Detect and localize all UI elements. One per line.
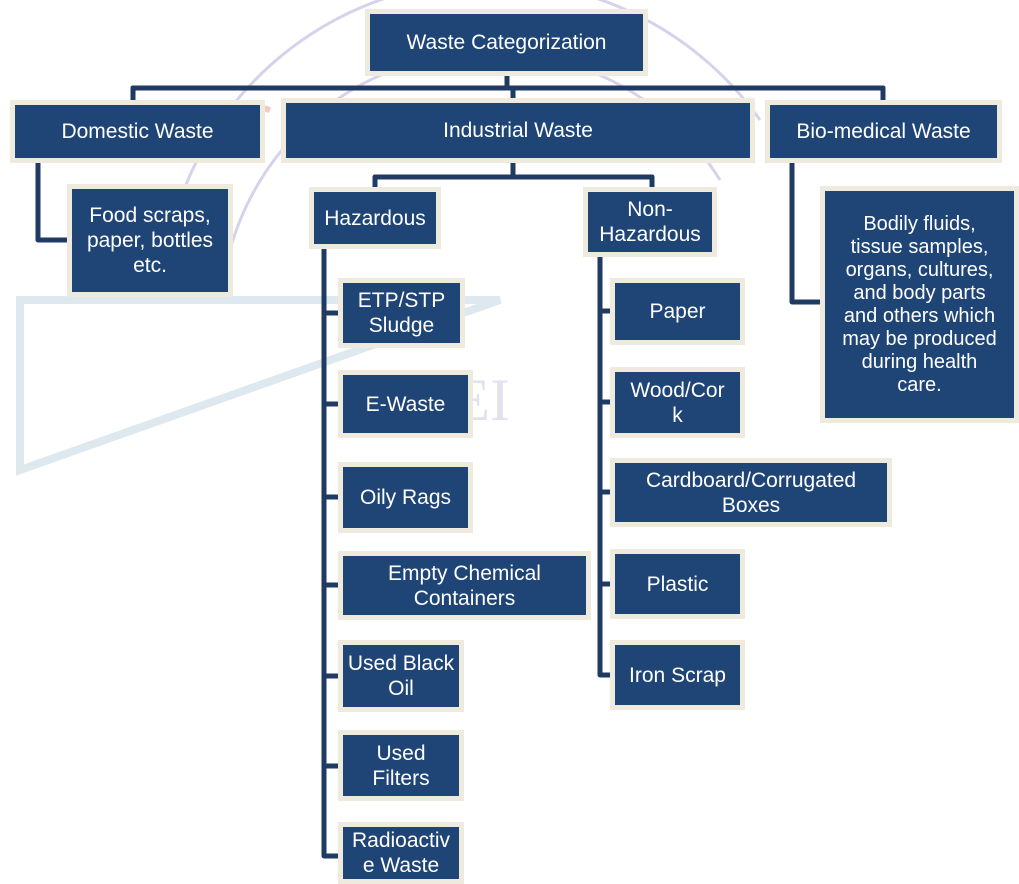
node-non-hazardous-item: Cardboard/Corrugated Boxes bbox=[610, 458, 892, 527]
node-biomedical-examples: Bodily fluids, tissue samples, organs, c… bbox=[820, 186, 1019, 423]
node-industrial-waste: Industrial Waste bbox=[281, 98, 755, 163]
node-non-hazardous-item: Plastic bbox=[610, 549, 745, 619]
node-hazardous-item: Used Black Oil bbox=[338, 640, 464, 712]
node-non-hazardous: Non- Hazardous bbox=[583, 187, 717, 257]
root-node: Waste Categorization bbox=[365, 9, 648, 76]
node-hazardous-item: ETP/STP Sludge bbox=[338, 278, 465, 348]
node-hazardous-item: Empty Chemical Containers bbox=[338, 551, 591, 620]
connector-biomedical-examples bbox=[789, 157, 828, 305]
node-hazardous-item: Radioactiv e Waste bbox=[338, 822, 464, 884]
node-biomedical-waste: Bio-medical Waste bbox=[765, 100, 1002, 163]
node-non-hazardous-item: Iron Scrap bbox=[610, 640, 745, 710]
node-non-hazardous-item: Wood/Cor k bbox=[610, 367, 745, 438]
node-domestic-waste: Domestic Waste bbox=[10, 100, 265, 163]
connector-hazardous-spine bbox=[321, 237, 346, 859]
connector-domestic-examples bbox=[35, 157, 75, 243]
node-hazardous-item: Used Filters bbox=[338, 730, 464, 801]
node-domestic-examples: Food scraps, paper, bottles etc. bbox=[67, 184, 233, 297]
node-hazardous: Hazardous bbox=[309, 187, 441, 249]
node-hazardous-item: Oily Rags bbox=[338, 462, 473, 533]
node-non-hazardous-item: Paper bbox=[610, 278, 745, 345]
node-hazardous-item: E-Waste bbox=[338, 370, 473, 438]
